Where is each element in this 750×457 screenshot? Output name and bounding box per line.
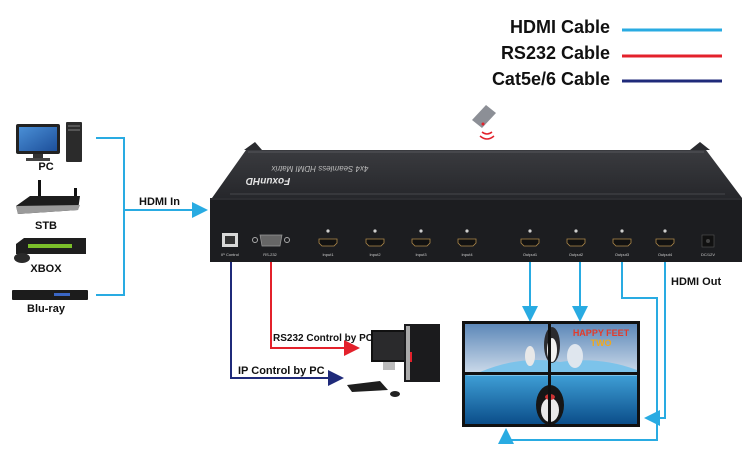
port-label: Output3 <box>614 252 630 257</box>
bluray-player-icon <box>12 290 88 300</box>
port-label: IP Control <box>221 252 239 257</box>
hdmi-port-icon <box>566 229 586 247</box>
rs232-control-label: RS232 Control by PC <box>273 333 374 344</box>
video-wall-panel <box>551 375 637 424</box>
hdmi-out-label: HDMI Out <box>671 276 722 288</box>
dc-power-port-icon <box>701 234 715 248</box>
hdmi-matrix-device: 4x4 Seamless HDMI Matrix FoxunHD <box>210 142 742 262</box>
source-label-bluray: Blu-ray <box>27 303 65 315</box>
port-label: Output2 <box>568 252 584 257</box>
device-brand-label: FoxunHD <box>246 175 290 186</box>
device-model-label: 4x4 Seamless HDMI Matrix <box>271 164 369 173</box>
port-label: RS-232 <box>263 252 277 257</box>
hdmi-port-icon <box>457 229 477 247</box>
port-label: DC/12V <box>700 252 715 257</box>
ip-control-label: IP Control by PC <box>238 365 325 377</box>
hdmi-port-icon <box>655 229 675 247</box>
port-label: Input2 <box>369 252 381 257</box>
source-label-stb: STB <box>35 220 57 232</box>
hdmi-port-icon <box>365 229 385 247</box>
legend-cat-label: Cat5e/6 Cable <box>491 69 610 89</box>
port-label: Input3 <box>415 252 427 257</box>
rs232-port-icon <box>252 234 290 247</box>
control-pc-icon <box>347 324 440 397</box>
video-wall-panel <box>465 375 548 424</box>
source-label-xbox: XBOX <box>30 263 62 275</box>
hdmi-port-icon <box>411 229 431 247</box>
ip-control-cable <box>230 262 344 386</box>
movie-title-line2: TWO <box>591 338 612 348</box>
hdmi-in-cable <box>96 137 208 296</box>
ethernet-port-icon <box>222 233 238 247</box>
hdmi-port-icon <box>520 229 540 247</box>
hdmi-port-icon <box>612 229 632 247</box>
hdmi-ports <box>318 229 675 247</box>
legend-rs232-label: RS232 Cable <box>500 43 610 63</box>
set-top-box-icon <box>16 180 80 214</box>
port-label: Output4 <box>657 252 673 257</box>
rs232-cable <box>270 262 360 356</box>
port-label: Input1 <box>322 252 334 257</box>
desktop-pc-icon <box>16 122 82 162</box>
movie-title-line1: HAPPY FEET <box>573 328 630 338</box>
legend-hdmi-label: HDMI Cable <box>509 17 610 37</box>
source-label-pc: PC <box>38 161 54 173</box>
hdmi-port-icon <box>318 229 338 247</box>
game-console-icon <box>14 238 86 263</box>
hdmi-in-label: HDMI In <box>139 196 180 208</box>
port-label: Input4 <box>461 252 473 257</box>
ir-remote-icon <box>472 105 496 140</box>
video-wall: HAPPY FEET TWO <box>462 321 640 427</box>
port-label: Output1 <box>522 252 538 257</box>
hdmi-out-cables <box>498 262 666 444</box>
